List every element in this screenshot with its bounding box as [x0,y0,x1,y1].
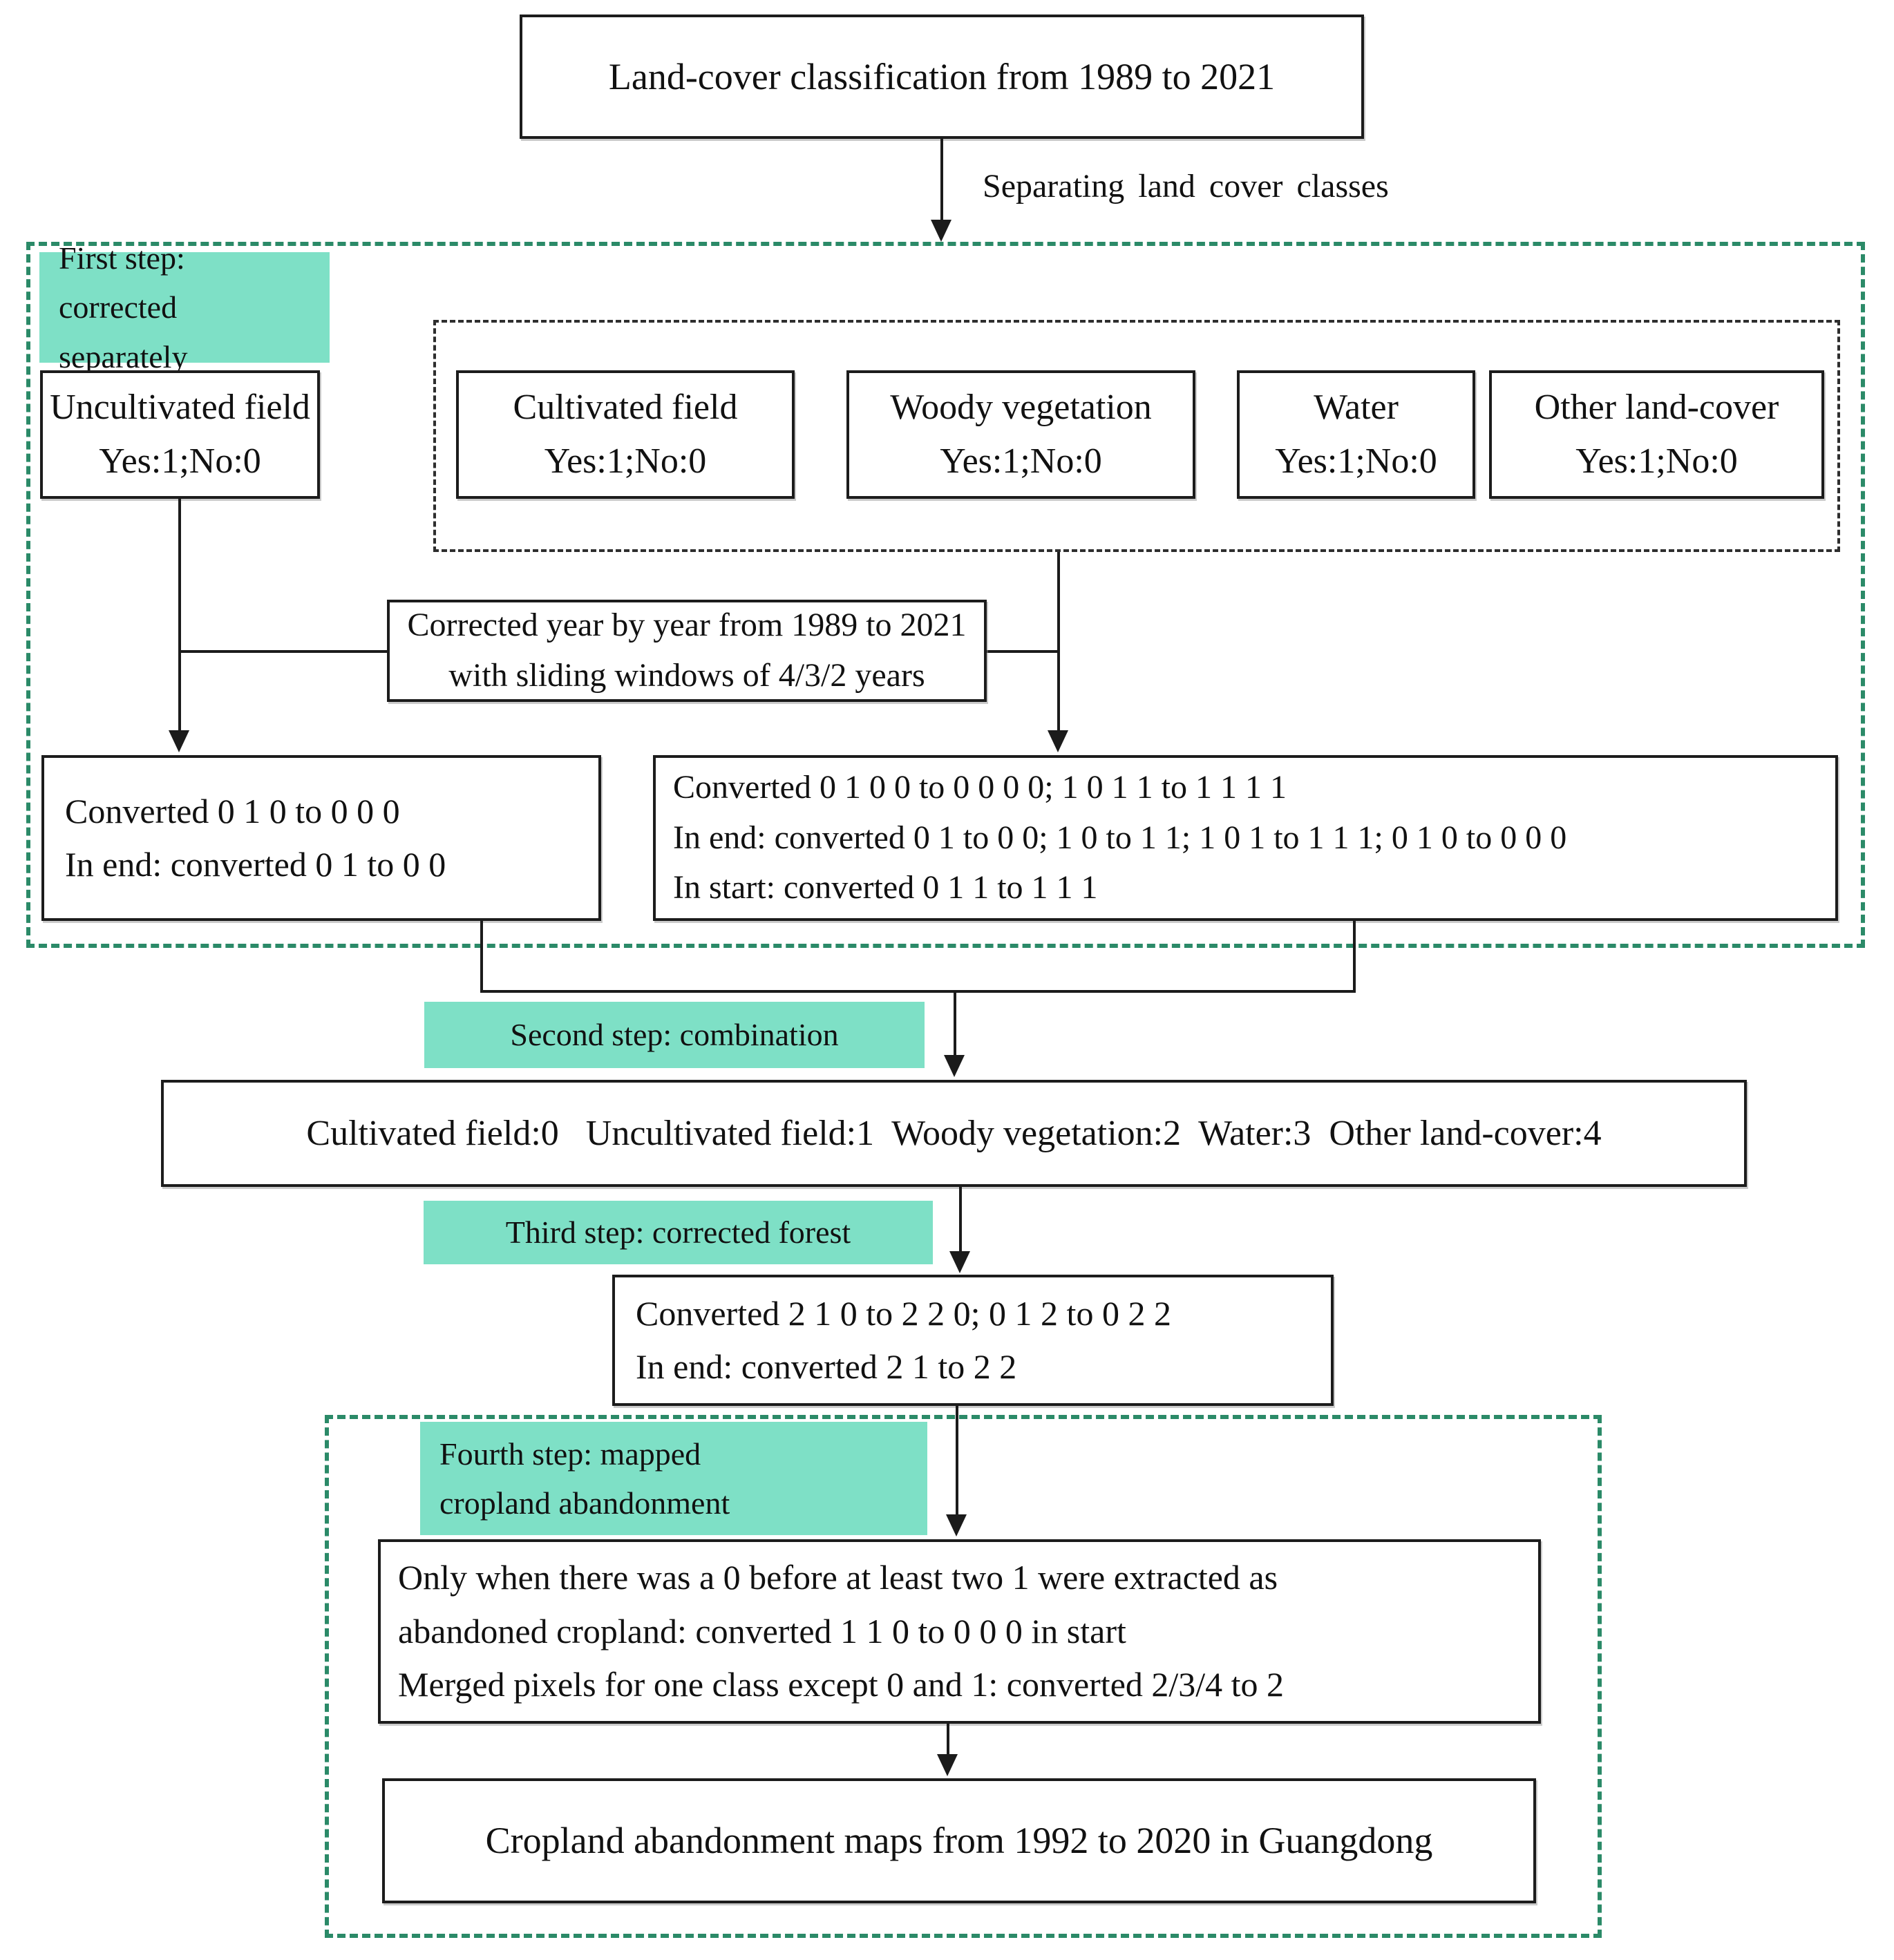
water-line2: Yes:1;No:0 [1275,441,1437,481]
uncultivated-line1: Uncultivated field [50,388,310,427]
corrected-year-line2: with sliding windows of 4/3/2 years [448,657,925,694]
other-line1: Other land-cover [1534,388,1779,427]
forest-line1: Converted 2 1 0 to 2 2 0; 0 1 2 to 0 2 2 [636,1293,1171,1333]
right-result-line1: Converted 0 1 0 0 to 0 0 0 0; 1 0 1 1 to… [673,768,1287,806]
connector-title-down [940,139,943,220]
right-result-line2: In end: converted 0 1 to 0 0; 1 0 to 1 1… [673,819,1567,856]
corrected-year-line1: Corrected year by year from 1989 to 2021 [407,607,967,644]
connector-h-right [987,650,1060,653]
step4-label-line2: cropland abandonment [439,1485,730,1521]
other-landcover-box: Other land-cover Yes:1;No:0 [1489,370,1824,499]
woody-line2: Yes:1;No:0 [940,441,1102,481]
abandonment-rule-box: Only when there was a 0 before at least … [378,1539,1541,1724]
arrowhead-left-result [169,730,189,752]
connector-comb-down [959,1187,962,1252]
classes-group-box [433,320,1840,552]
separating-label: Separating land cover classes [983,168,1389,204]
cultivated-line1: Cultivated field [513,388,738,427]
step3-label: Third step: corrected forest [424,1201,933,1264]
rule-line3: Merged pixels for one class except 0 and… [398,1665,1285,1704]
title-text: Land-cover classification from 1989 to 2… [608,55,1276,97]
final-maps-text: Cropland abandonment maps from 1992 to 2… [485,1820,1433,1862]
corrected-forest-box: Converted 2 1 0 to 2 2 0; 0 1 2 to 0 2 2… [612,1275,1334,1406]
left-result-line1: Converted 0 1 0 to 0 0 0 [65,791,400,830]
step2-label: Second step: combination [424,1002,925,1068]
left-result-box: Converted 0 1 0 to 0 0 0 In end: convert… [41,755,601,921]
corrected-year-box: Corrected year by year from 1989 to 2021… [387,600,987,702]
step2-label-text: Second step: combination [510,1017,839,1053]
step1-label: First step: corrected separately [39,240,330,374]
water-box: Water Yes:1;No:0 [1237,370,1475,499]
arrowhead-title [931,220,951,242]
water-line1: Water [1314,388,1399,427]
arrowhead-combination [944,1055,965,1077]
combination-box: Cultivated field:0 Uncultivated field:1 … [161,1080,1747,1187]
forest-line2: In end: converted 2 1 to 2 2 [636,1347,1017,1386]
connector-merge-right [1353,921,1356,993]
right-result-line3: In start: converted 0 1 1 to 1 1 1 [673,869,1098,906]
connector-right-down [1057,552,1060,731]
step1-label-line1: First step: [59,240,185,276]
rule-line2: abandoned cropland: converted 1 1 0 to 0… [398,1611,1126,1650]
uncultivated-line2: Yes:1;No:0 [99,441,261,481]
connector-fourth-down [947,1724,949,1755]
connector-left-down [178,499,181,731]
connector-merge-down [954,990,956,1056]
connector-h-left [178,650,387,653]
connector-merge-horizontal [480,990,1356,993]
woody-vegetation-box: Woody vegetation Yes:1;No:0 [846,370,1195,499]
arrowhead-final [937,1754,958,1776]
step4-container [325,1415,1602,1938]
left-result-line2: In end: converted 0 1 to 0 0 [65,845,446,884]
woody-line1: Woody vegetation [890,388,1152,427]
arrowhead-fourth [946,1514,967,1536]
cultivated-field-box: Cultivated field Yes:1;No:0 [456,370,795,499]
step1-label-line2: corrected separately [59,289,188,374]
connector-third-down [956,1406,958,1515]
right-result-box: Converted 0 1 0 0 to 0 0 0 0; 1 0 1 1 to… [653,755,1838,921]
title-box: Land-cover classification from 1989 to 2… [520,15,1364,139]
final-maps-box: Cropland abandonment maps from 1992 to 2… [382,1778,1536,1903]
step1-container [26,242,1865,948]
rule-line1: Only when there was a 0 before at least … [398,1558,1278,1597]
uncultivated-field-box: Uncultivated field Yes:1;No:0 [40,370,320,499]
arrowhead-right-result [1048,730,1068,752]
combination-text: Cultivated field:0 Uncultivated field:1 … [306,1113,1602,1153]
cultivated-line2: Yes:1;No:0 [544,441,707,481]
step3-label-text: Third step: corrected forest [505,1215,851,1250]
step4-label-line1: Fourth step: mapped [439,1436,701,1472]
other-line2: Yes:1;No:0 [1575,441,1738,481]
arrowhead-third [949,1251,970,1273]
connector-merge-left [480,921,483,993]
step4-label: Fourth step: mapped cropland abandonment [420,1422,927,1535]
